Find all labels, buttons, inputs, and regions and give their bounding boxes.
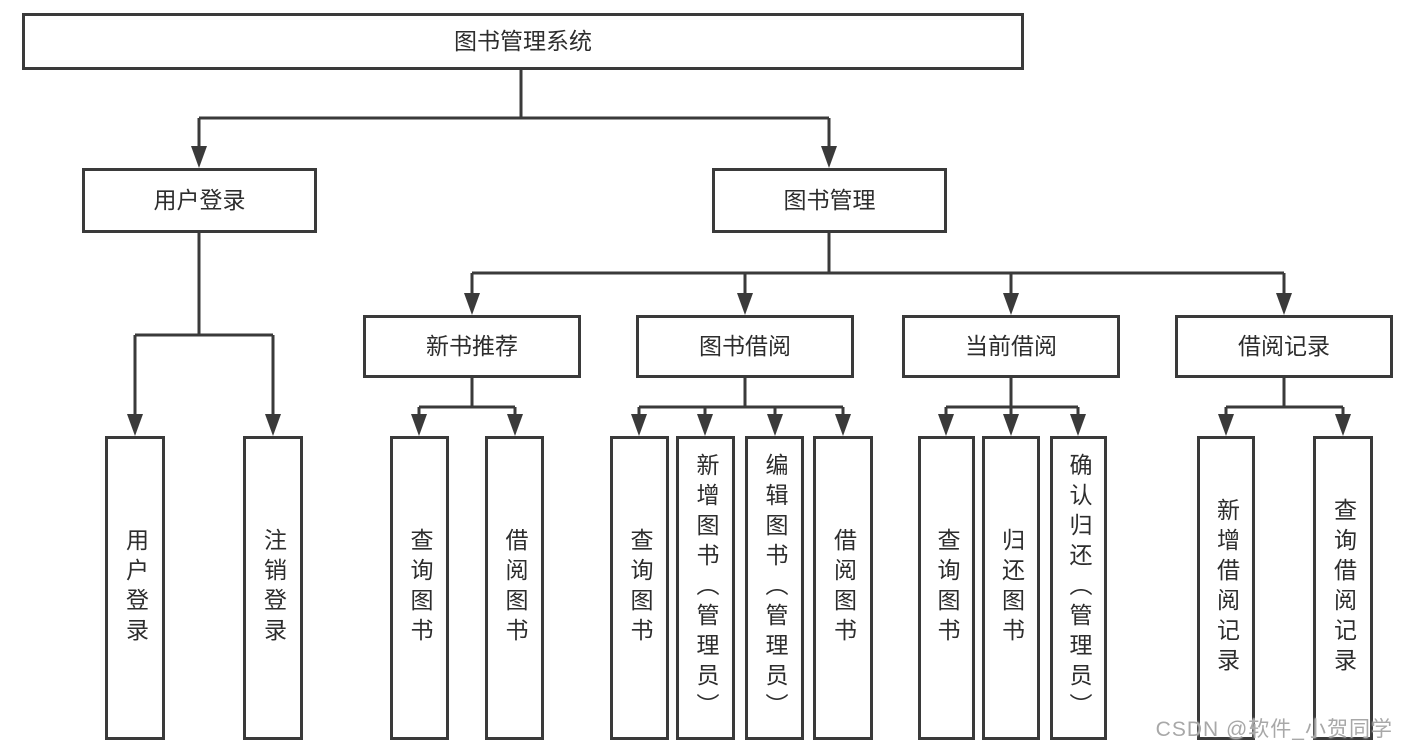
leaf-query-borrow-record-label: 查询借阅记录 <box>1330 498 1357 678</box>
leaf-confirm-return-admin-label: 确认归还（管理员） <box>1066 453 1092 723</box>
arrowhead <box>1070 414 1086 436</box>
node-new-book-recommend: 新书推荐 <box>363 315 581 378</box>
arrowhead <box>697 414 713 436</box>
arrowhead <box>835 414 851 436</box>
leaf-query-borrow-record: 查询借阅记录 <box>1313 436 1373 740</box>
arrowhead <box>938 414 954 436</box>
arrowhead <box>821 146 837 168</box>
leaf-add-book-admin-label: 新增图书（管理员） <box>693 453 719 723</box>
node-root-label: 图书管理系统 <box>454 28 592 54</box>
connector-current-borrow-children <box>938 378 1086 436</box>
node-book-management: 图书管理 <box>712 168 947 233</box>
leaf-add-borrow-record-label: 新增借阅记录 <box>1213 498 1240 678</box>
arrowhead <box>464 293 480 315</box>
leaf-confirm-return-admin: 确认归还（管理员） <box>1050 436 1107 740</box>
leaf-edit-book-admin: 编辑图书（管理员） <box>745 436 804 740</box>
arrowhead <box>411 414 427 436</box>
node-user-login-label: 用户登录 <box>153 187 246 213</box>
arrowhead <box>767 414 783 436</box>
leaf-query-book-borrow: 查询图书 <box>610 436 669 740</box>
connector-root-to-level1 <box>191 70 837 168</box>
leaf-query-book-borrow-label: 查询图书 <box>627 528 653 648</box>
arrowhead <box>127 414 143 436</box>
leaf-borrow-book-borrow-label: 借阅图书 <box>830 528 857 648</box>
leaf-logout: 注销登录 <box>243 436 303 740</box>
arrowhead <box>265 414 281 436</box>
node-book-borrow: 图书借阅 <box>636 315 854 378</box>
watermark: CSDN @软件_小贺同学 <box>1155 718 1393 741</box>
leaf-logout-label: 注销登录 <box>260 528 287 648</box>
leaf-borrow-book-recommend-label: 借阅图书 <box>502 528 528 648</box>
leaf-edit-book-admin-label: 编辑图书（管理员） <box>762 453 788 723</box>
leaf-return-book: 归还图书 <box>982 436 1040 740</box>
leaf-borrow-book-borrow: 借阅图书 <box>813 436 873 740</box>
node-book-management-label: 图书管理 <box>783 187 876 213</box>
leaf-query-book-current-label: 查询图书 <box>934 528 960 648</box>
connector-user-login-children <box>127 233 281 436</box>
leaf-return-book-label: 归还图书 <box>998 528 1025 648</box>
leaf-query-book-recommend-label: 查询图书 <box>407 528 433 648</box>
arrowhead <box>1003 414 1019 436</box>
node-borrow-record-label: 借阅记录 <box>1238 333 1330 359</box>
arrowhead <box>507 414 523 436</box>
leaf-user-login-label: 用户登录 <box>122 528 149 648</box>
connector-borrow-record-children <box>1218 378 1351 436</box>
node-root: 图书管理系统 <box>22 13 1024 70</box>
arrowhead <box>1276 293 1292 315</box>
arrowhead <box>191 146 207 168</box>
leaf-borrow-book-recommend: 借阅图书 <box>485 436 544 740</box>
connector-book-borrow-children <box>631 378 851 436</box>
node-current-borrow-label: 当前借阅 <box>965 333 1057 359</box>
node-borrow-record: 借阅记录 <box>1175 315 1393 378</box>
connector-new-book-recommend-children <box>411 378 523 436</box>
arrowhead <box>1218 414 1234 436</box>
node-book-borrow-label: 图书借阅 <box>699 333 791 359</box>
arrowhead <box>1335 414 1351 436</box>
arrowhead <box>1003 293 1019 315</box>
arrowhead <box>631 414 647 436</box>
leaf-user-login: 用户登录 <box>105 436 165 740</box>
node-new-book-recommend-label: 新书推荐 <box>426 333 518 359</box>
connector-book-management-children <box>464 233 1292 315</box>
leaf-add-book-admin: 新增图书（管理员） <box>676 436 735 740</box>
leaf-query-book-current: 查询图书 <box>918 436 975 740</box>
leaf-add-borrow-record: 新增借阅记录 <box>1197 436 1255 740</box>
arrowhead <box>737 293 753 315</box>
leaf-query-book-recommend: 查询图书 <box>390 436 449 740</box>
node-current-borrow: 当前借阅 <box>902 315 1120 378</box>
node-user-login: 用户登录 <box>82 168 317 233</box>
